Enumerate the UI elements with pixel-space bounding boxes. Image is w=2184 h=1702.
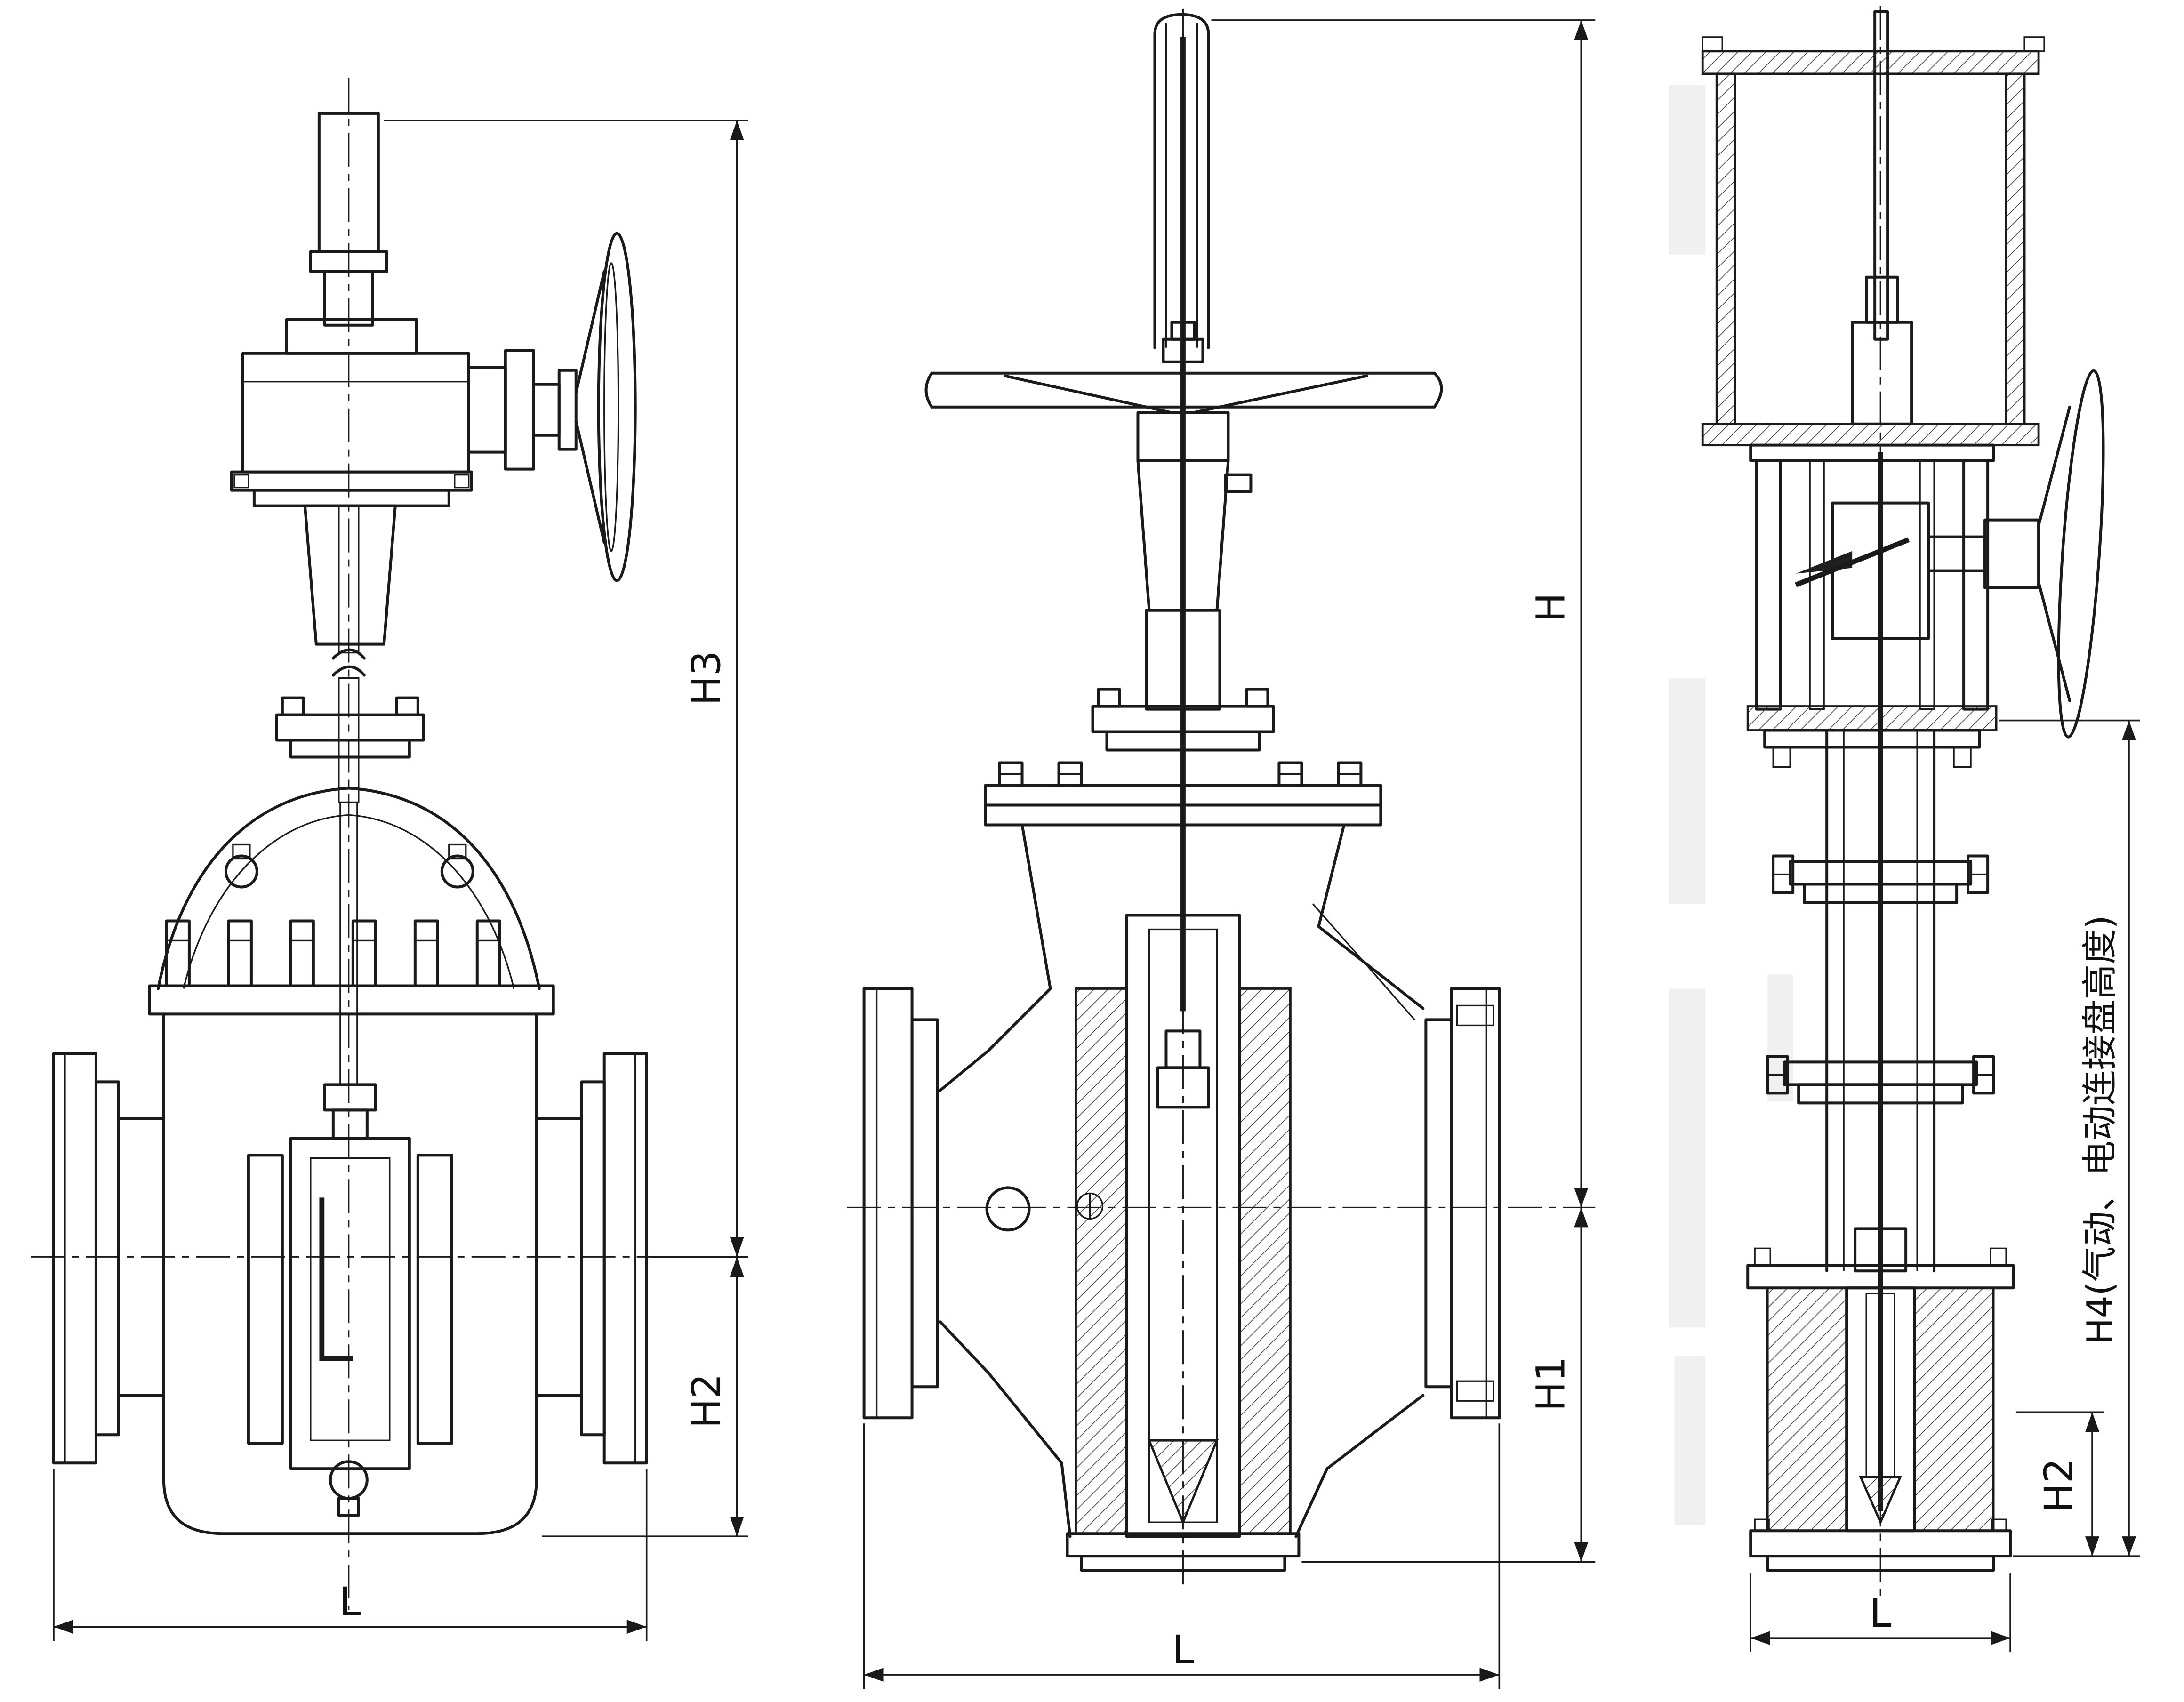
dim-label-h4: H4(气动、电动连接盘高度) [2079,915,2120,1344]
bonnet-eyebolts [224,843,474,889]
bottom-flange [1749,1518,2012,1572]
print-smudge [1767,974,1793,1102]
print-smudge [1669,678,1706,904]
seat-left [247,1154,284,1445]
gate [289,1137,411,1470]
actuator-connection-plate [1746,705,1998,731]
wheel-hub [1983,518,2040,589]
extension-column [1766,452,1995,1511]
gland-flange [1091,688,1275,752]
dim-label-h: H [1527,593,1574,622]
dim-label-h2: H2 [2036,1458,2082,1513]
dim-label-h2: H2 [683,1373,730,1429]
dim-label-h3: H3 [683,650,730,706]
print-smudge [1669,85,1706,255]
dim-label-h1: H1 [1527,1357,1574,1412]
valve-body-section [1746,1247,2015,1572]
yoke-column [303,504,397,803]
stem-upper [309,112,388,327]
flange-left [862,987,939,1420]
yoke-frame [1746,459,1998,768]
dim-label-l: L [1172,1627,1194,1673]
bottom-flange [1066,1532,1301,1572]
bolt-hole [985,1186,1031,1232]
stem-protector-tube [1153,13,1210,1012]
body-wall-right-section [1238,987,1292,1535]
body-wall-left-section [1766,1286,1848,1532]
dimensions-view2: H H1 L [863,19,1596,1689]
gland-flange [275,696,425,759]
print-smudge [1674,1356,1706,1525]
dim-label-l: L [1870,1590,1892,1636]
body-flange-studs [165,919,501,987]
valve-body [162,801,538,1535]
bonnet-flange [984,761,1382,827]
view-handwheel-valve-section: H H1 L [847,8,1596,1689]
bevel-gearbox [241,318,578,474]
view-pneumatic-actuated-valve: H4(气动、电动连接盘高度) H2 L [1669,6,2141,1653]
gearbox-mounting-plate [230,470,473,507]
view-gear-operated-valve: H3 H2 L [31,78,748,1641]
flange-joint-lower [1766,1055,1995,1105]
handwheel-top [924,321,1443,462]
handwheel-side [574,232,637,582]
actuator-cylinder [1701,36,2045,462]
guide-bushing [1854,1227,1908,1273]
gate-guide [319,1197,353,1361]
flange-right [1424,987,1501,1420]
flange-left [52,1052,165,1465]
bonnet-dome [148,787,555,1016]
yoke [1136,459,1253,711]
dimensions-view1: H3 H2 L [53,120,748,1641]
piston-bushing [1851,321,1913,426]
handwheel-rim [2057,369,2105,739]
gate-wedge-section [1147,1439,1219,1525]
seat-right [416,1154,453,1445]
actuator-stem-rod [1873,10,1889,341]
print-smudge [1669,988,1706,1328]
body-wall-right-section [1913,1286,1995,1532]
gate-wedge-section [1859,1476,1902,1525]
stem-nut [323,1083,377,1112]
flange-joint-upper [1772,854,1990,904]
flange-right [535,1052,648,1465]
dim-label-l: L [339,1579,361,1625]
gear-shaft [1927,535,1987,572]
gate-channel [1125,914,1241,1538]
dimensions-view3: H4(气动、电动连接盘高度) H2 L [1750,719,2141,1653]
body-wall-left-section [1075,987,1128,1535]
